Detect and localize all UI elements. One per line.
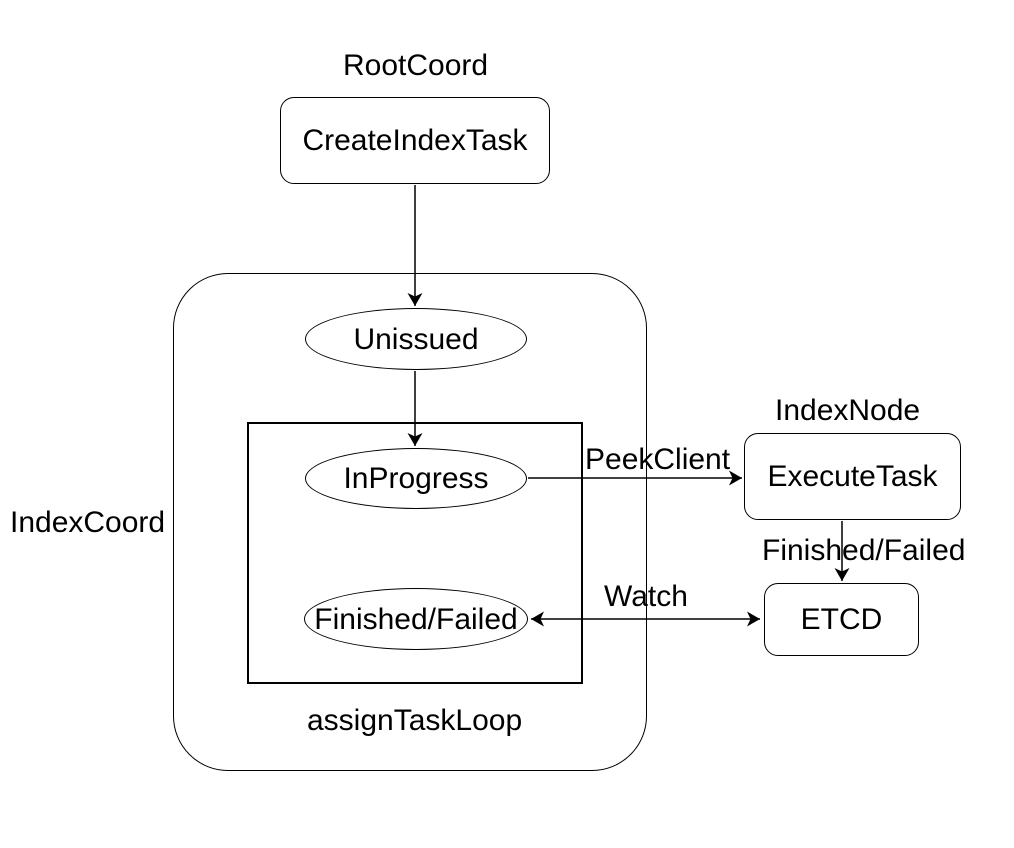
node-create-index-task: CreateIndexTask: [280, 97, 550, 184]
node-unissued-label: Unissued: [353, 322, 479, 356]
indexcoord-group-frame: [173, 273, 647, 771]
group-label-indexcoord: IndexCoord: [10, 506, 166, 539]
node-finished-failed: Finished/Failed: [304, 588, 528, 650]
node-finished-failed-label: Finished/Failed: [314, 602, 518, 636]
edge-label-peekclient: PeekClient: [585, 443, 731, 476]
node-in-progress: InProgress: [305, 448, 527, 509]
group-label-rootcoord: RootCoord: [343, 49, 489, 82]
node-create-index-task-label: CreateIndexTask: [302, 124, 528, 157]
node-unissued: Unissued: [305, 308, 527, 370]
group-label-indexnode: IndexNode: [775, 394, 921, 427]
node-execute-task-label: ExecuteTask: [767, 460, 938, 493]
edge-label-finishedfailed: Finished/Failed: [762, 534, 966, 567]
group-label-assigntaskloop: assignTaskLoop: [307, 704, 523, 737]
edge-label-watch: Watch: [604, 580, 688, 613]
node-etcd-label: ETCD: [800, 603, 883, 636]
node-etcd: ETCD: [764, 583, 919, 656]
node-execute-task: ExecuteTask: [744, 433, 961, 520]
node-in-progress-label: InProgress: [343, 462, 489, 495]
